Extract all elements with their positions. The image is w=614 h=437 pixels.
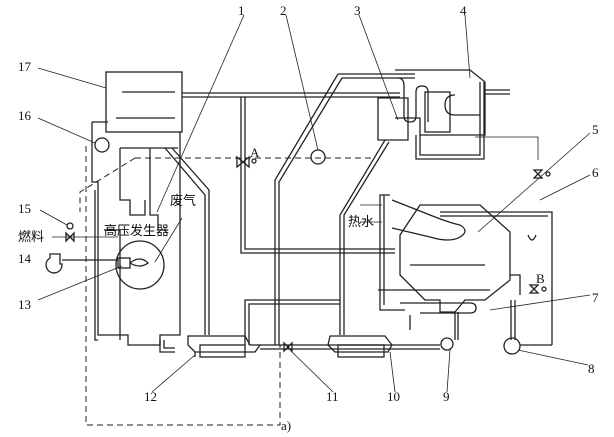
heat-exchanger-10 (327, 335, 393, 358)
burner-circle (115, 240, 165, 290)
label-generator: 高压发生器 (104, 223, 169, 239)
label-16: 16 (18, 108, 32, 123)
label-7: 7 (592, 290, 599, 305)
label-9: 9 (443, 389, 450, 404)
label-2: 2 (280, 3, 287, 18)
leader-lines (37, 14, 591, 393)
label-3: 3 (354, 3, 361, 18)
valve-a[interactable] (236, 155, 250, 169)
label-10: 10 (387, 389, 400, 404)
pump-2 (310, 149, 326, 165)
label-1: 1 (238, 3, 245, 18)
low-pressure-generator-3 (339, 77, 429, 335)
label-17: 17 (18, 59, 32, 74)
absorber-evaporator-vessel (378, 194, 553, 345)
caption: a) (281, 418, 291, 433)
label-15: 15 (18, 201, 31, 216)
valve-top-right[interactable] (532, 169, 544, 179)
control-line (79, 146, 375, 426)
label-8: 8 (588, 361, 595, 376)
label-valve-b: B (536, 271, 545, 286)
tank-17 (105, 71, 183, 133)
condenser-4 (395, 69, 510, 160)
label-12: 12 (144, 389, 157, 404)
label-14: 14 (18, 251, 32, 266)
label-fuel: 燃料 (18, 229, 44, 245)
label-5: 5 (592, 122, 599, 137)
label-6: 6 (592, 165, 599, 180)
label-hot-water: 热水 (348, 215, 374, 230)
pump-8 (503, 337, 521, 355)
heat-exchanger-12 (187, 335, 262, 358)
valve-b[interactable] (528, 284, 540, 294)
label-valve-a: A (250, 145, 260, 160)
label-11: 11 (326, 389, 339, 404)
pump-16 (94, 137, 110, 153)
label-13: 13 (18, 297, 31, 312)
label-exhaust: 废气 (170, 193, 196, 209)
fuel-valve-15[interactable] (65, 231, 75, 243)
valve-11[interactable] (283, 341, 293, 353)
fan-14 (45, 253, 63, 274)
high-pressure-generator (91, 121, 181, 346)
pump-9 (440, 337, 454, 351)
label-4: 4 (460, 3, 467, 18)
